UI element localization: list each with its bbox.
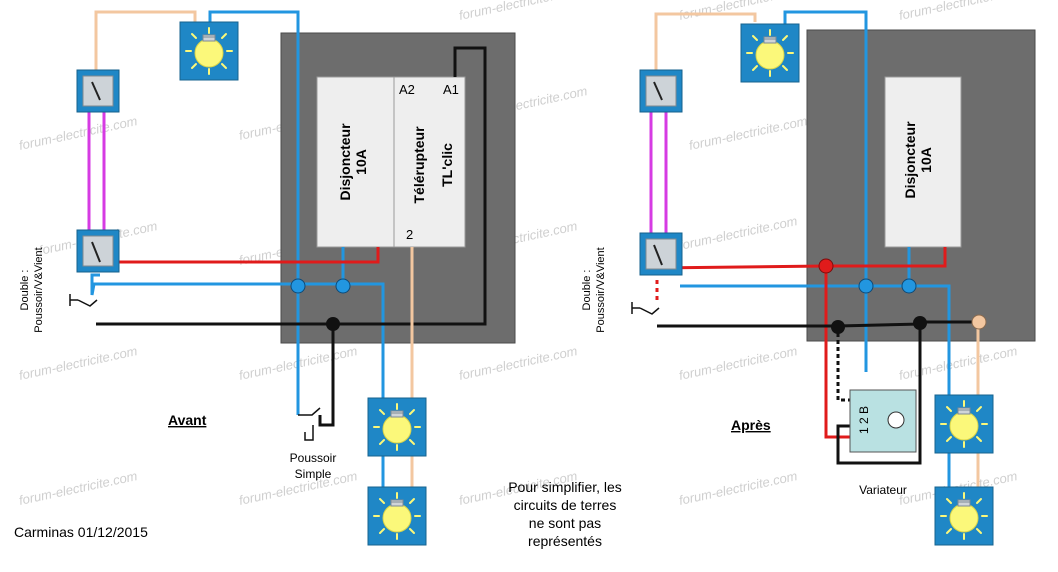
- left-wire-black: [96, 46, 487, 326]
- right-junction-beige: [971, 314, 987, 330]
- watermark-text: forum-electricite.com: [458, 343, 579, 383]
- author-label: Carminas 01/12/2015: [14, 524, 148, 540]
- left-terminal-2: 2: [406, 227, 413, 242]
- right-lamp-bottom: [934, 486, 994, 546]
- left-junction-black: [326, 317, 340, 331]
- dimmer-knob[interactable]: [887, 411, 905, 429]
- left-relay-module: [393, 76, 466, 248]
- right-lamp-middle: [934, 394, 994, 454]
- left-pushbutton-label-2: Simple: [295, 467, 332, 481]
- left-lamp-top: [179, 21, 239, 81]
- right-junction-blue-2: [901, 278, 917, 294]
- left-pushbutton-label-1: Poussoir: [290, 451, 337, 465]
- left-caption: Avant: [168, 412, 207, 428]
- left-switch-label-2: Poussoir/V&Vient: [33, 247, 45, 332]
- watermark-text: forum-electricite.com: [678, 213, 799, 253]
- right-wire-black-dashed: [836, 326, 850, 402]
- right-pushbutton-e: [631, 302, 660, 315]
- dimmer[interactable]: [849, 389, 917, 453]
- left-switch-top[interactable]: [76, 69, 120, 113]
- note-line-4: représentés: [528, 533, 602, 549]
- watermark-text: forum-electricite.com: [678, 0, 799, 23]
- right-breaker-label-1: Disjoncteur: [902, 121, 918, 199]
- right-junction-red: [818, 258, 834, 274]
- left-wire-blue-neutral: [90, 273, 385, 398]
- right-switch-label-1: Double :: [581, 270, 593, 311]
- watermark-text: forum-electricite.com: [898, 0, 1019, 23]
- right-lamp-top: [740, 23, 800, 83]
- dimmer-terminals: 1 2 B: [857, 406, 871, 434]
- left-switch-label-1: Double :: [19, 270, 31, 311]
- watermark-text: forum-electricite.com: [678, 468, 799, 508]
- left-relay-label-1: Télérupteur: [411, 126, 427, 204]
- watermark-text: forum-electricite.com: [233, 0, 354, 1]
- left-relay-label-2: TL'clic: [439, 143, 455, 187]
- watermark-text: forum-electricite.com: [458, 0, 579, 23]
- left-lamp-bottom: [367, 486, 427, 546]
- right-junction-black-1: [831, 320, 845, 334]
- left-breaker-module: [316, 76, 395, 248]
- left-wire-red-phase: [92, 247, 380, 264]
- right-switch-top[interactable]: [639, 69, 683, 113]
- note: Pour simplifier, les circuits de terres …: [508, 479, 622, 549]
- watermark-text: forum-electricite.com: [18, 113, 139, 153]
- right-caption: Après: [731, 417, 771, 433]
- left-breaker-label-1: Disjoncteur: [337, 123, 353, 201]
- right-junction-blue-1: [858, 278, 874, 294]
- left-junction-blue-2: [335, 278, 351, 294]
- left-lamp-middle: [367, 397, 427, 457]
- left-breaker-label-2: 10A: [353, 149, 369, 175]
- watermark-text: forum-electricite.com: [18, 468, 139, 508]
- left-terminal-a2: A2: [399, 82, 415, 97]
- left-pushbutton-e: [69, 294, 98, 307]
- right-wire-blue-neutral: [680, 284, 951, 395]
- watermark-text: forum-electricite.com: [898, 343, 1019, 383]
- note-line-2: circuits de terres: [514, 497, 617, 513]
- right-wire-beige-top: [654, 12, 757, 72]
- left-junction-blue-1: [290, 278, 306, 294]
- left-wire-black-pushbutton: [318, 324, 335, 427]
- right-wire-red-dimmer: [824, 266, 850, 439]
- watermark-text: forum-electricite.com: [688, 113, 809, 153]
- left-switch-bottom[interactable]: [76, 229, 120, 273]
- watermark-text: forum-electricite.com: [18, 343, 139, 383]
- left-terminal-a1: A1: [443, 82, 459, 97]
- note-line-3: ne sont pas: [529, 515, 601, 531]
- right-breaker-label-2: 10A: [918, 147, 934, 173]
- watermark-text: forum-electricite.com: [678, 343, 799, 383]
- left-pushbutton-simple-symbol: [298, 407, 321, 441]
- right-diagram: 1 2 B Disjoncteur 10A Double : Poussoir/…: [581, 10, 1036, 546]
- note-line-1: Pour simplifier, les: [508, 479, 622, 495]
- right-breaker-module: [884, 76, 962, 248]
- left-wire-beige-top: [94, 10, 197, 72]
- left-diagram: Disjoncteur 10A Télérupteur TL'clic A2 A…: [14, 10, 516, 546]
- right-wire-red-phase: [653, 247, 947, 270]
- dimmer-label: Variateur: [859, 483, 907, 497]
- right-junction-black-2: [913, 316, 927, 330]
- right-switch-bottom[interactable]: [639, 232, 683, 276]
- right-switch-label-2: Poussoir/V&Vient: [595, 247, 607, 332]
